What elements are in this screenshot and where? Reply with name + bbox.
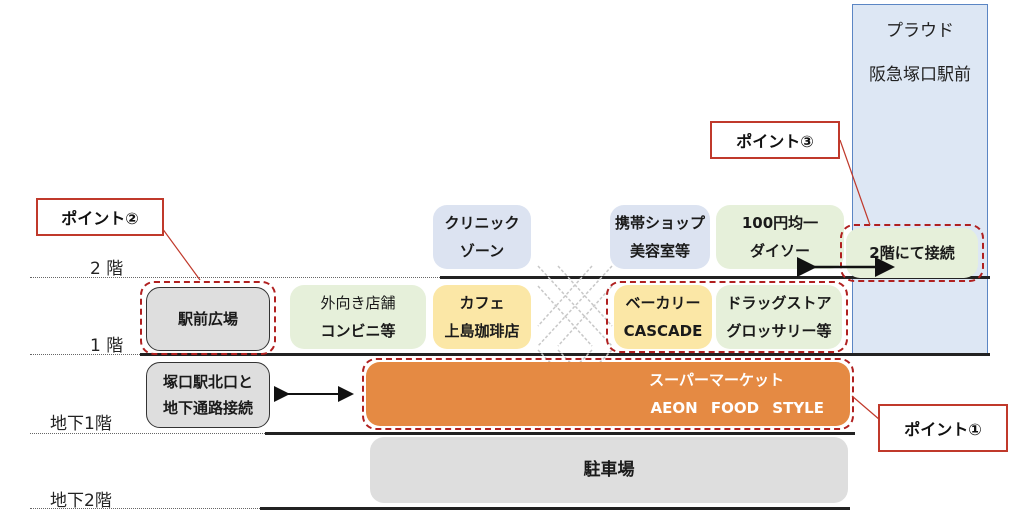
floor-line-2f-left	[30, 277, 440, 278]
tsukaguchi-connection-box: 塚口駅北口と 地下通路接続	[146, 362, 270, 428]
point1-1f-highlight	[606, 281, 848, 353]
parking-label: 駐車場	[583, 460, 635, 480]
building-name-line1: プラウド	[886, 21, 954, 41]
clinic-line2: ゾーン	[459, 242, 505, 260]
supermarket-line1: スーパーマーケット	[649, 371, 784, 389]
mobile-shop-box: 携帯ショップ 美容室等	[610, 205, 710, 269]
drug-line2: グロッサリー等	[726, 322, 832, 340]
point2-callout: ポイント②	[36, 198, 164, 236]
clinic-line1: クリニック	[444, 214, 520, 232]
floor-line-b2	[260, 507, 850, 510]
floor-line-b2-left	[30, 508, 260, 509]
supermarket-line2: AEON FOOD STYLE	[650, 399, 824, 417]
tsukaguchi-line1: 塚口駅北口と	[162, 373, 253, 391]
bakery-line2: CASCADE	[623, 322, 703, 340]
floor-label-b1: 地下1階	[50, 414, 112, 434]
bakery-box: ベーカリー CASCADE	[614, 285, 712, 349]
station-plaza-box: 駅前広場	[146, 287, 270, 351]
point3-highlight	[840, 224, 984, 282]
floor-label-2f: 2 階	[90, 259, 124, 279]
clinic-zone-box: クリニック ゾーン	[433, 205, 531, 269]
floor-line-b1-left	[30, 433, 265, 434]
cafe-line2: 上島珈琲店	[444, 322, 520, 340]
outward-shop-box: 外向き店舗 コンビニ等	[290, 285, 426, 349]
drugstore-box: ドラッグストア グロッサリー等	[716, 285, 842, 349]
outward-line2: コンビニ等	[320, 322, 396, 340]
mobile-line1: 携帯ショップ	[614, 214, 705, 232]
point1-b1-highlight	[362, 358, 854, 430]
cafe-line1: カフェ	[459, 294, 505, 312]
floor-label-1f: 1 階	[90, 336, 124, 356]
building-tower	[852, 4, 988, 355]
point2-highlight	[140, 281, 276, 355]
cafe-box: カフェ 上島珈琲店	[433, 285, 531, 349]
daiso-line1: 100円均一	[741, 214, 819, 232]
floor-label-b2: 地下2階	[50, 491, 112, 511]
point1-callout: ポイント①	[878, 404, 1008, 452]
floor-line-1f-left	[30, 354, 140, 355]
supermarket-box: スーパーマーケット AEON FOOD STYLE	[366, 362, 850, 426]
tsukaguchi-line2: 地下通路接続	[162, 399, 253, 417]
mobile-line2: 美容室等	[629, 242, 690, 260]
floor-line-2f	[440, 276, 990, 279]
daiso-line2: ダイソー	[749, 242, 810, 260]
drug-line1: ドラッグストア	[726, 294, 832, 312]
building-name-line2: 阪急塚口駅前	[869, 65, 971, 85]
outward-line1: 外向き店舗	[320, 294, 396, 312]
point3-callout: ポイント③	[710, 121, 840, 159]
floor-line-b1	[265, 432, 855, 435]
parking-box: 駐車場	[370, 437, 848, 503]
plaza-label: 駅前広場	[177, 310, 238, 328]
floor-line-1f	[140, 353, 990, 356]
bakery-line1: ベーカリー	[625, 294, 701, 312]
